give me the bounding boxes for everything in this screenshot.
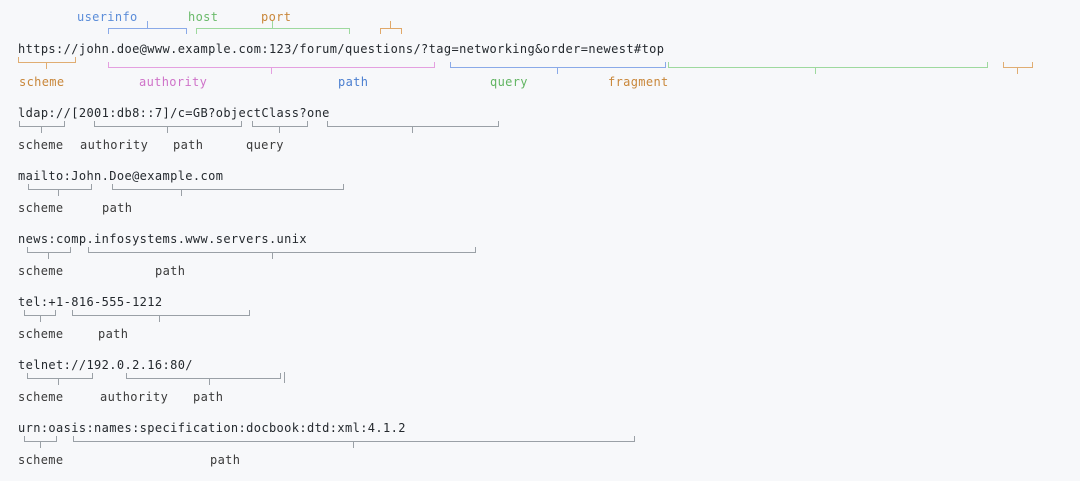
bracket-telnet-authority bbox=[126, 373, 281, 379]
news-label-scheme: scheme bbox=[18, 264, 64, 278]
ldap-label-path: path bbox=[173, 138, 204, 152]
tick-ldap-query bbox=[412, 126, 413, 133]
news-label-path: path bbox=[155, 264, 186, 278]
uri-text-tel: tel:+1-816-555-1212 bbox=[18, 295, 163, 309]
bottom-label-path: path bbox=[338, 75, 369, 89]
stroke-telnet-path bbox=[284, 372, 285, 383]
tick-userinfo bbox=[147, 21, 148, 28]
tick-news-path bbox=[272, 252, 273, 259]
tick-ldap-path bbox=[279, 126, 280, 133]
urn-label-path: path bbox=[210, 453, 241, 467]
bracket-mailto-scheme bbox=[28, 184, 92, 190]
bracket-telnet-scheme bbox=[27, 373, 93, 379]
bracket-scheme bbox=[18, 57, 76, 63]
bracket-ldap-authority bbox=[94, 121, 242, 127]
ldap-label-scheme: scheme bbox=[18, 138, 64, 152]
bracket-mailto-path bbox=[112, 184, 344, 190]
tick-ldap-scheme bbox=[41, 126, 42, 133]
ldap-label-query: query bbox=[246, 138, 284, 152]
bracket-tel-path bbox=[72, 310, 250, 316]
tick-telnet-scheme bbox=[58, 378, 59, 385]
tick-fragment bbox=[1017, 67, 1018, 74]
bottom-label-fragment: fragment bbox=[608, 75, 669, 89]
bracket-userinfo bbox=[108, 28, 187, 34]
tick-mailto-scheme bbox=[58, 189, 59, 196]
uri-text-mailto: mailto:John.Doe@example.com bbox=[18, 169, 224, 183]
tick-ldap-authority bbox=[167, 126, 168, 133]
bracket-host bbox=[196, 28, 350, 34]
tick-host bbox=[272, 21, 273, 28]
tick-scheme bbox=[46, 62, 47, 69]
bracket-path bbox=[450, 62, 666, 68]
uri-text-news: news:comp.infosystems.www.servers.unix bbox=[18, 232, 307, 246]
bracket-port bbox=[380, 28, 402, 34]
telnet-label-path: path bbox=[193, 390, 224, 404]
tick-urn-path bbox=[353, 441, 354, 448]
tel-label-scheme: scheme bbox=[18, 327, 64, 341]
tick-port bbox=[390, 21, 391, 28]
telnet-label-scheme: scheme bbox=[18, 390, 64, 404]
tick-tel-path bbox=[159, 315, 160, 322]
tick-urn-scheme bbox=[40, 441, 41, 448]
telnet-label-authority: authority bbox=[100, 390, 169, 404]
tick-path bbox=[557, 67, 558, 74]
bottom-label-scheme: scheme bbox=[19, 75, 65, 89]
tick-query bbox=[815, 67, 816, 74]
bracket-ldap-scheme bbox=[19, 121, 65, 127]
bracket-fragment bbox=[1003, 62, 1033, 68]
top-label-port: port bbox=[261, 10, 292, 24]
urn-label-scheme: scheme bbox=[18, 453, 64, 467]
tick-telnet-authority bbox=[209, 378, 210, 385]
uri-text-ldap: ldap://[2001:db8::7]/c=GB?objectClass?on… bbox=[18, 106, 330, 120]
tick-authority bbox=[271, 67, 272, 74]
bracket-ldap-query bbox=[327, 121, 499, 127]
tick-tel-scheme bbox=[40, 315, 41, 322]
bottom-label-query: query bbox=[490, 75, 528, 89]
bracket-news-path bbox=[88, 247, 476, 253]
tick-news-scheme bbox=[48, 252, 49, 259]
bracket-query bbox=[668, 62, 988, 68]
tel-label-path: path bbox=[98, 327, 129, 341]
bracket-ldap-path bbox=[252, 121, 308, 127]
mailto-label-scheme: scheme bbox=[18, 201, 64, 215]
tick-mailto-path bbox=[181, 189, 182, 196]
bottom-label-authority: authority bbox=[139, 75, 208, 89]
top-label-userinfo: userinfo bbox=[77, 10, 138, 24]
bracket-urn-path bbox=[73, 436, 635, 442]
uri-text-urn: urn:oasis:names:specification:docbook:dt… bbox=[18, 421, 406, 435]
mailto-label-path: path bbox=[102, 201, 133, 215]
ldap-label-authority: authority bbox=[80, 138, 149, 152]
uri-text-https: https://john.doe@www.example.com:123/for… bbox=[18, 42, 665, 56]
top-label-host: host bbox=[188, 10, 219, 24]
uri-text-telnet: telnet://192.0.2.16:80/ bbox=[18, 358, 193, 372]
bracket-news-scheme bbox=[27, 247, 71, 253]
